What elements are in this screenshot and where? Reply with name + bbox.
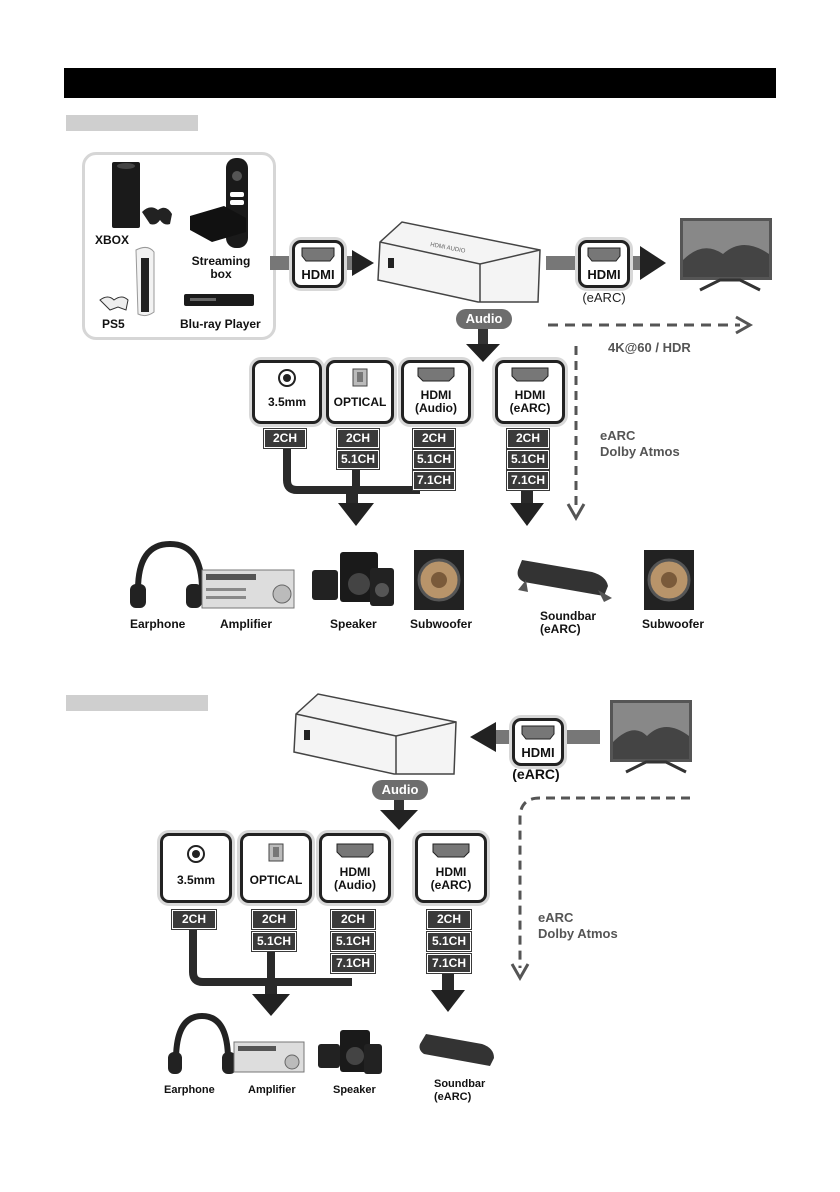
subwoofer-icon [414, 550, 464, 610]
channel-tag: 7.1CH [507, 471, 549, 490]
hdmi-input-port: HDMI [292, 240, 344, 288]
earc-tv-note: (eARC) [512, 766, 560, 782]
port-hdmi-earc-label: HDMI (eARC) [509, 388, 551, 415]
streaming-box-label: Streaming box [191, 254, 251, 281]
port-optical: OPTICAL [326, 360, 394, 424]
port-hdmi-audio-2-label: HDMI (Audio) [334, 865, 376, 892]
bluray-label: Blu-ray Player [180, 317, 261, 331]
channel-tag: 5.1CH [413, 450, 455, 469]
port-35mm-2: 3.5mm [160, 833, 232, 903]
hdmi-output-port: HDMI [578, 240, 630, 288]
soundbar-icon [517, 560, 612, 602]
hdmi-tv-port: HDMI [512, 718, 564, 766]
port-optical-2-label: OPTICAL [249, 873, 303, 887]
section-1-label-bar [66, 115, 198, 131]
streaming-box-icon [190, 158, 248, 248]
device-label: Soundbar (eARC) [540, 609, 596, 636]
channel-tag: 7.1CH [427, 954, 471, 973]
hdmi-icon [336, 843, 374, 858]
channel-tag: 2CH [264, 429, 306, 448]
earc-dolby-note-2: eARC Dolby Atmos [538, 910, 618, 941]
channel-tag: 2CH [331, 910, 375, 929]
channel-tag: 2CH [252, 910, 296, 929]
jack-icon [187, 845, 205, 863]
hdmi-icon [417, 367, 455, 382]
port-hdmi-audio-label: HDMI (Audio) [415, 388, 457, 415]
audio-extractor-device: HDMI AUDIO [377, 221, 541, 303]
xbox-label: XBOX [95, 233, 130, 247]
port-hdmi-audio-2: HDMI (Audio) [319, 833, 391, 903]
bluray-player-icon [184, 294, 254, 306]
passthrough-label: 4K@60 / HDR [608, 340, 691, 355]
device-label: Subwoofer [410, 617, 472, 631]
channel-tag: 2CH [427, 910, 471, 929]
amplifier-icon [201, 569, 295, 609]
section-2-label-bar [66, 695, 208, 711]
ps5-label: PS5 [102, 317, 125, 331]
port-35mm-label: 3.5mm [267, 395, 307, 409]
device-label: Earphone [130, 617, 186, 631]
audio-pill: Audio [456, 309, 512, 329]
optical-icon [352, 368, 368, 387]
channel-tag: 2CH [413, 429, 455, 448]
header-bar [64, 68, 776, 98]
hdmi-icon [521, 725, 555, 740]
hdmi-icon [587, 247, 621, 262]
device-label: Amplifier [248, 1084, 296, 1096]
channel-tag: 5.1CH [337, 450, 379, 469]
audio-pill-2: Audio [372, 780, 428, 800]
hdmi-icon [301, 247, 335, 262]
hdmi-icon [432, 843, 470, 858]
port-optical-label: OPTICAL [333, 395, 387, 409]
subwoofer-right-icon [644, 550, 694, 610]
hdmi-output-port-label: HDMI [587, 267, 621, 282]
channel-tag: 5.1CH [252, 932, 296, 951]
earphone-icon-2 [168, 1012, 236, 1074]
channel-tag: 5.1CH [331, 932, 375, 951]
amplifier-icon-2 [233, 1041, 305, 1073]
port-optical-2: OPTICAL [240, 833, 312, 903]
port-hdmi-earc: HDMI (eARC) [495, 360, 565, 424]
device-label: Amplifier [220, 617, 273, 631]
tv-icon [680, 218, 772, 292]
jack-icon [278, 369, 296, 387]
channel-tag: 2CH [172, 910, 216, 929]
channel-tag: 5.1CH [427, 932, 471, 951]
device-label: Earphone [164, 1084, 215, 1096]
soundbar-icon-2 [419, 1034, 494, 1066]
channel-tag: 5.1CH [507, 450, 549, 469]
device-label: Subwoofer [642, 617, 704, 631]
port-35mm-2-label: 3.5mm [176, 873, 216, 887]
hdmi-tv-port-label: HDMI [521, 745, 555, 760]
hdmi-icon [511, 367, 549, 382]
device-label: Soundbar (eARC) [434, 1078, 486, 1103]
tv-icon-2 [610, 700, 692, 774]
speaker-icon [312, 552, 394, 606]
channel-tag: 2CH [337, 429, 379, 448]
channel-tag: 7.1CH [331, 954, 375, 973]
hdmi-input-port-label: HDMI [301, 267, 335, 282]
port-hdmi-earc-2-label: HDMI (eARC) [430, 865, 472, 892]
earphone-icon [130, 540, 205, 608]
channel-tag: 2CH [507, 429, 549, 448]
device-label: Speaker [333, 1084, 376, 1096]
ps5-console-icon [99, 246, 155, 317]
device-label: Speaker [330, 617, 377, 631]
earc-output-note: (eARC) [582, 290, 626, 305]
speaker-icon-2 [318, 1030, 382, 1074]
earc-dolby-note: eARC Dolby Atmos [600, 428, 680, 459]
port-hdmi-audio: HDMI (Audio) [401, 360, 471, 424]
audio-extractor-device-2 [293, 693, 457, 775]
optical-icon [268, 843, 284, 862]
xbox-console-icon [112, 162, 172, 228]
port-35mm: 3.5mm [252, 360, 322, 424]
port-hdmi-earc-2: HDMI (eARC) [415, 833, 487, 903]
channel-tag: 7.1CH [413, 471, 455, 490]
